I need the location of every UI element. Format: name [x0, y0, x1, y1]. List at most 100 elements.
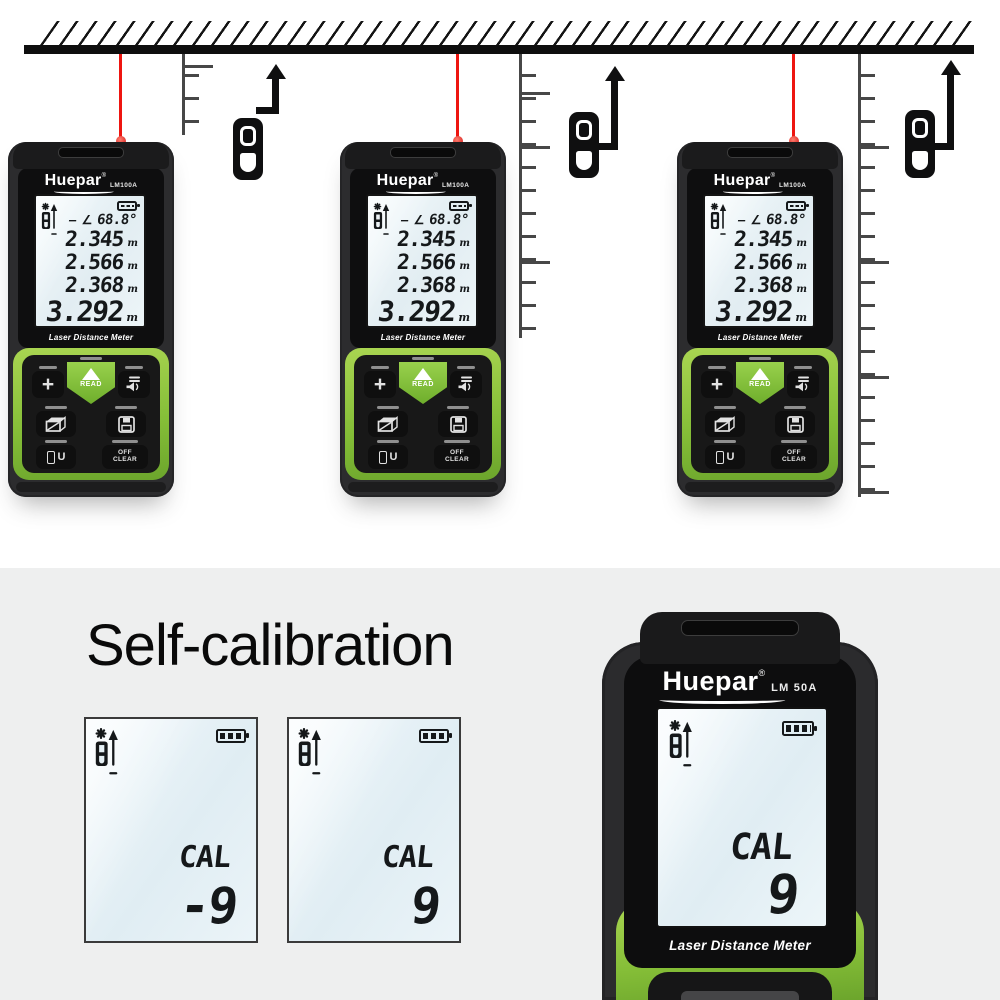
device-glyph-icon — [905, 110, 935, 178]
laser-reference-icon — [710, 202, 727, 235]
laser-meter-device: Huepar ® LM100A — ∠ 68.8° — [677, 142, 843, 497]
read-button: READ — [399, 362, 447, 404]
plus-button: + — [701, 366, 733, 398]
device-top-cap — [682, 142, 838, 169]
save-button — [438, 406, 478, 437]
device-footer-label: Laser Distance Meter — [717, 333, 803, 342]
save-button — [106, 406, 146, 437]
keypad-button-top — [681, 991, 799, 1000]
featured-device: Huepar ® LM 50A CAL 9 Laser Distance Met… — [602, 612, 878, 1000]
registered-mark: ® — [433, 173, 439, 179]
device-footer-label: Laser Distance Meter — [669, 938, 811, 953]
registered-mark: ® — [758, 668, 766, 678]
read-button-bar — [80, 357, 102, 360]
brand-name: Huepar — [44, 172, 102, 189]
battery-icon — [117, 201, 140, 211]
calibration-label: CAL — [380, 840, 435, 875]
device-top-cap — [345, 142, 501, 169]
calibration-value: -9 — [176, 877, 240, 935]
laser-beam — [792, 54, 795, 142]
reference-dash: — — [68, 213, 78, 227]
brand-name: Huepar — [713, 172, 771, 189]
registered-mark: ® — [770, 173, 776, 179]
lcd-closeup-panel: CAL 9 — [287, 717, 461, 943]
battery-icon — [786, 201, 809, 211]
angle-icon: ∠ — [750, 213, 762, 227]
save-icon — [786, 415, 804, 433]
calibration-label: CAL — [177, 840, 232, 875]
volume-button — [118, 366, 150, 398]
volume-button — [787, 366, 819, 398]
device-base — [348, 482, 498, 492]
brand-logo: Huepar ® LM100A — [677, 172, 843, 190]
speaker-icon — [458, 376, 472, 392]
area-volume-button — [705, 406, 745, 437]
up-triangle-icon — [751, 368, 769, 380]
angle-value: 68.8° — [428, 212, 470, 228]
save-button — [775, 406, 815, 437]
reference-dash: — — [737, 213, 747, 227]
arrow-foot — [931, 143, 948, 150]
read-button: READ — [736, 362, 784, 404]
laser-lens-slot — [58, 147, 124, 158]
screen-status-line: — ∠ 68.8° — [401, 212, 470, 228]
keypad-frame: + READ — [682, 348, 838, 480]
laser-lens-slot — [727, 147, 793, 158]
laser-meter-device: Huepar ® LM100A — ∠ 68.8° — [8, 142, 174, 497]
save-icon — [449, 415, 467, 433]
up-arrow-icon — [604, 66, 625, 150]
arrow-foot — [595, 143, 612, 150]
unit-button: U — [705, 440, 745, 469]
device-base — [685, 482, 835, 492]
brand-logo: Huepar ® LM100A — [8, 172, 174, 190]
laser-lens-slot — [681, 620, 799, 636]
keypad: + READ — [691, 355, 829, 473]
ceiling-hatch-pattern — [40, 21, 987, 45]
screen-status-line: — ∠ 68.8° — [68, 212, 138, 228]
keypad-frame: + READ — [13, 348, 169, 480]
battery-icon — [782, 721, 817, 736]
battery-icon — [216, 729, 249, 743]
speaker-icon — [795, 376, 809, 392]
angle-icon: ∠ — [81, 213, 93, 227]
mini-device-icon — [378, 450, 387, 464]
keypad-frame: + READ — [345, 348, 501, 480]
up-triangle-icon — [414, 368, 432, 380]
battery-icon — [419, 729, 452, 743]
device-glyph-icon — [233, 118, 263, 180]
angle-icon: ∠ — [413, 213, 425, 227]
laser-meter-device: Huepar ® LM100A — ∠ 68.8° — [340, 142, 506, 497]
model-label: LM100A — [442, 182, 470, 189]
measure-ruler — [182, 54, 213, 135]
read-button: READ — [67, 362, 115, 404]
mini-device-icon — [46, 450, 55, 464]
unit-button: U — [36, 440, 76, 469]
logo-swoosh — [385, 189, 446, 194]
device-footer-label: Laser Distance Meter — [380, 333, 466, 342]
model-label: LM100A — [110, 182, 138, 189]
laser-lens-slot — [390, 147, 456, 158]
registered-mark: ® — [101, 173, 107, 179]
up-triangle-icon — [82, 368, 100, 380]
cube-icon — [714, 415, 735, 432]
brand-logo: Huepar ® LM100A — [340, 172, 506, 190]
cube-icon — [45, 415, 66, 432]
screen-status-line: — ∠ 68.8° — [737, 212, 807, 228]
device-glyph-icon — [569, 112, 599, 178]
logo-swoosh — [722, 189, 783, 194]
angle-value: 68.8° — [96, 212, 138, 228]
device-top-cap — [640, 612, 840, 664]
volume-button — [450, 366, 482, 398]
